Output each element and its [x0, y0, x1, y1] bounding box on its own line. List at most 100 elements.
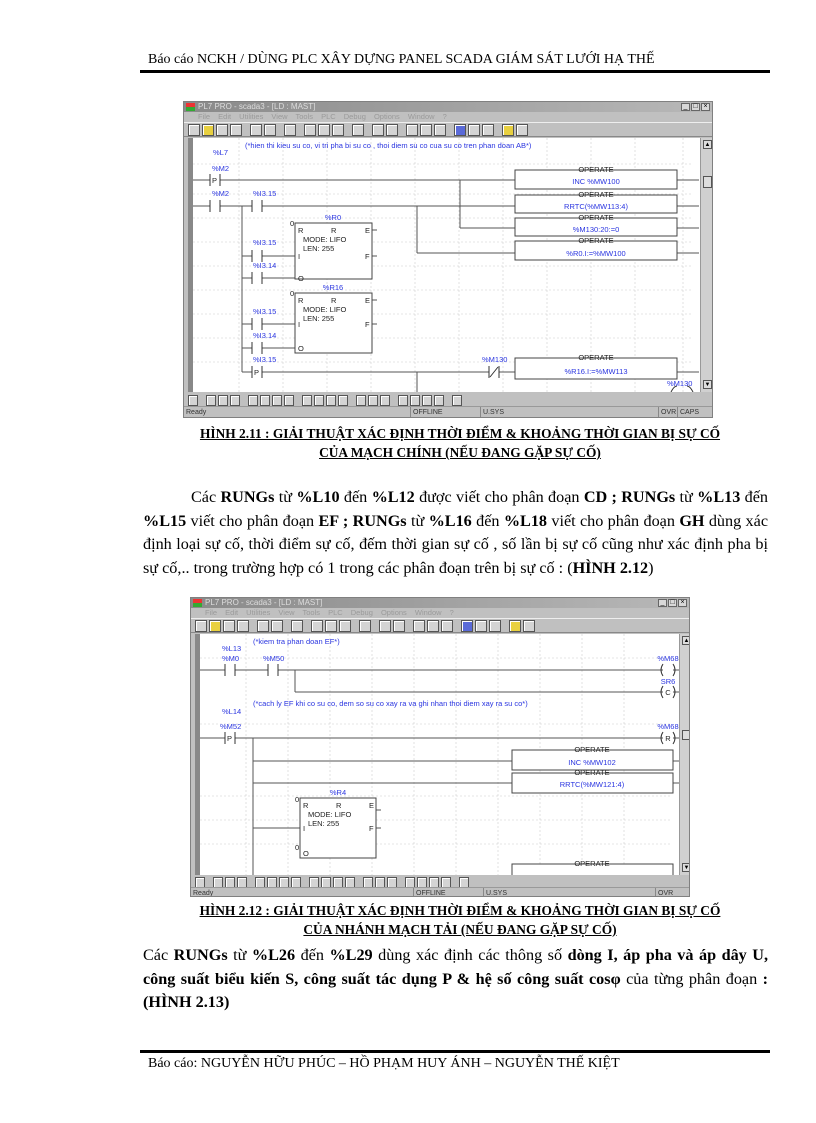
vline-icon[interactable]: [284, 394, 294, 406]
browser-icon[interactable]: [304, 123, 316, 136]
close-button[interactable]: ×: [701, 103, 710, 111]
maximize-button[interactable]: □: [668, 599, 677, 607]
vline-icon[interactable]: [291, 876, 301, 888]
contact-p-icon[interactable]: [237, 876, 247, 888]
coil-icon[interactable]: [309, 876, 319, 888]
counter-icon[interactable]: [434, 394, 444, 406]
save-icon[interactable]: [223, 619, 235, 632]
columns-icon[interactable]: [393, 619, 405, 632]
counter-icon[interactable]: [441, 876, 451, 888]
view-icon[interactable]: [379, 619, 391, 632]
menu-bar[interactable]: File Edit Utilities View Tools PLC Debug…: [198, 112, 447, 121]
return-icon[interactable]: [452, 394, 462, 406]
minimize-button[interactable]: _: [658, 599, 667, 607]
find-icon[interactable]: [318, 123, 330, 136]
coil-not-icon[interactable]: [314, 394, 324, 406]
coil-set-icon[interactable]: [326, 394, 336, 406]
transfer-icon[interactable]: [284, 123, 296, 136]
timer-icon[interactable]: [422, 394, 432, 406]
scroll-up-arrow[interactable]: ▲: [682, 636, 690, 645]
scroll-up-arrow[interactable]: ▲: [703, 140, 712, 149]
scroll-thumb[interactable]: [703, 176, 712, 188]
scroll-down-arrow[interactable]: ▼: [703, 380, 712, 389]
timer-icon[interactable]: [429, 876, 439, 888]
return-icon[interactable]: [459, 876, 469, 888]
print-icon[interactable]: [230, 123, 242, 136]
save-icon[interactable]: [216, 123, 228, 136]
menu-bar[interactable]: File Edit Utilities View Tools PLC Debug…: [205, 608, 454, 617]
animation-icon[interactable]: [359, 619, 371, 632]
undo-icon[interactable]: [257, 619, 269, 632]
contact-p-icon[interactable]: [230, 394, 240, 406]
help-icon[interactable]: [509, 619, 521, 632]
view-icon[interactable]: [372, 123, 384, 136]
hline-icon[interactable]: [260, 394, 270, 406]
contact-no-icon[interactable]: [213, 876, 223, 888]
function-icon[interactable]: [410, 394, 420, 406]
function-icon[interactable]: [417, 876, 427, 888]
coil-set-icon[interactable]: [333, 876, 343, 888]
cut-icon[interactable]: [413, 619, 425, 632]
open-icon[interactable]: [202, 123, 214, 136]
arrow-up-icon[interactable]: [188, 394, 198, 406]
hline2-icon[interactable]: [279, 876, 289, 888]
columns-icon[interactable]: [386, 123, 398, 136]
hline-icon[interactable]: [267, 876, 277, 888]
coil-not-icon[interactable]: [321, 876, 331, 888]
replace-icon[interactable]: [339, 619, 351, 632]
animation-icon[interactable]: [352, 123, 364, 136]
replace-icon[interactable]: [332, 123, 344, 136]
jump-icon[interactable]: [363, 876, 373, 888]
ladder-editor[interactable]: (*kiem tra phan doan EF*) %L13 %M0 %M50 …: [195, 634, 679, 885]
cut-icon[interactable]: [406, 123, 418, 136]
cascade-icon[interactable]: [454, 123, 466, 136]
tile-v-icon[interactable]: [489, 619, 501, 632]
coil-reset-icon[interactable]: [345, 876, 355, 888]
contact-nc-icon[interactable]: [225, 876, 235, 888]
maximize-button[interactable]: □: [691, 103, 700, 111]
scroll-down-arrow[interactable]: ▼: [682, 863, 690, 872]
jump-icon[interactable]: [356, 394, 366, 406]
contact-n-icon[interactable]: [255, 876, 265, 888]
paste-icon[interactable]: [441, 619, 453, 632]
transfer-icon[interactable]: [291, 619, 303, 632]
help-icon[interactable]: [502, 123, 514, 136]
close-button[interactable]: ×: [678, 599, 687, 607]
context-help-icon[interactable]: [523, 619, 535, 632]
arrow-up-icon[interactable]: [195, 876, 205, 888]
redo-icon[interactable]: [271, 619, 283, 632]
undo-icon[interactable]: [250, 123, 262, 136]
contact-nc-icon[interactable]: [218, 394, 228, 406]
ladder-editor[interactable]: (*hien thi kieu su co, vi tri pha bi su …: [188, 138, 700, 393]
tile-v-icon[interactable]: [482, 123, 494, 136]
coil-reset-icon[interactable]: [338, 394, 348, 406]
contact-no-icon[interactable]: [206, 394, 216, 406]
new-icon[interactable]: [188, 123, 200, 136]
find-icon[interactable]: [325, 619, 337, 632]
copy-icon[interactable]: [420, 123, 432, 136]
vertical-scrollbar[interactable]: ▲ ▼: [700, 138, 712, 392]
vertical-scrollbar[interactable]: ▲ ▼: [679, 634, 690, 875]
tile-h-icon[interactable]: [475, 619, 487, 632]
cascade-icon[interactable]: [461, 619, 473, 632]
tile-h-icon[interactable]: [468, 123, 480, 136]
copy-icon[interactable]: [427, 619, 439, 632]
operate-icon[interactable]: [398, 394, 408, 406]
compare-icon[interactable]: [380, 394, 390, 406]
block-icon[interactable]: [368, 394, 378, 406]
coil-icon[interactable]: [302, 394, 312, 406]
print-icon[interactable]: [237, 619, 249, 632]
browser-icon[interactable]: [311, 619, 323, 632]
paste-icon[interactable]: [434, 123, 446, 136]
new-icon[interactable]: [195, 619, 207, 632]
redo-icon[interactable]: [264, 123, 276, 136]
open-icon[interactable]: [209, 619, 221, 632]
compare-icon[interactable]: [387, 876, 397, 888]
minimize-button[interactable]: _: [681, 103, 690, 111]
scroll-thumb[interactable]: [682, 730, 689, 740]
contact-n-icon[interactable]: [248, 394, 258, 406]
operate-icon[interactable]: [405, 876, 415, 888]
hline2-icon[interactable]: [272, 394, 282, 406]
block-icon[interactable]: [375, 876, 385, 888]
context-help-icon[interactable]: [516, 123, 528, 136]
